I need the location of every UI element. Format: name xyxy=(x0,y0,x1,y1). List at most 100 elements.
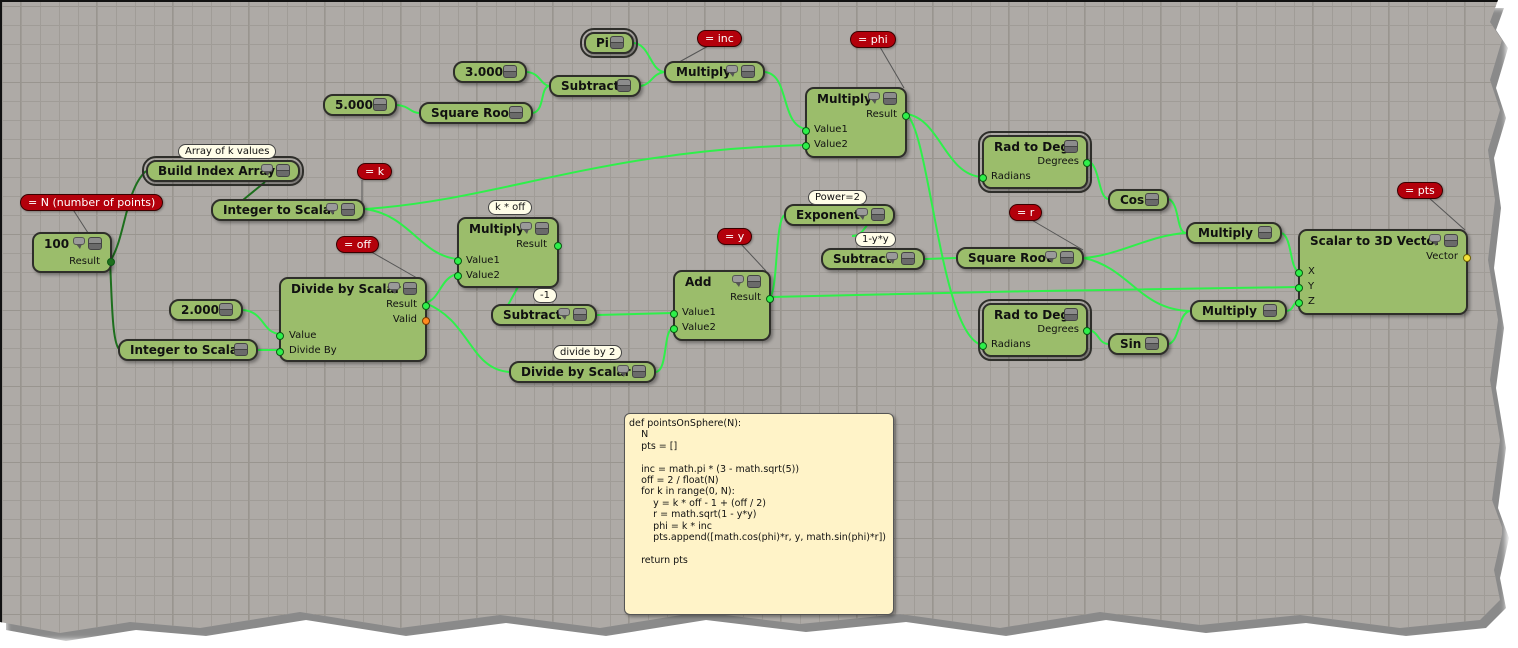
input-port-y[interactable] xyxy=(1295,284,1303,292)
node-square-root-r[interactable]: Square Root xyxy=(956,247,1084,269)
tag-y[interactable]: = y xyxy=(717,228,753,245)
comment-icon[interactable] xyxy=(726,65,740,77)
node-add-y[interactable]: Add Result Value1 Value2 xyxy=(670,270,774,341)
node-title: Multiply xyxy=(469,222,524,236)
input-port-value2[interactable] xyxy=(670,325,678,333)
node-divide-by-2[interactable]: Divide by Scalar xyxy=(509,361,656,383)
comment-icon[interactable] xyxy=(617,365,631,377)
comment-icon[interactable] xyxy=(558,308,572,320)
node-constant-2[interactable]: 2.000 xyxy=(169,299,243,321)
input-port-value1[interactable] xyxy=(670,310,678,318)
tag-inc[interactable]: = inc xyxy=(697,30,742,47)
input-port-value1[interactable] xyxy=(802,127,810,135)
panel-icon[interactable] xyxy=(1064,308,1078,321)
comment-icon[interactable] xyxy=(1429,234,1443,246)
panel-icon[interactable] xyxy=(1444,234,1458,247)
node-integer-to-scalar-n[interactable]: Integer to Scalar xyxy=(118,339,258,361)
panel-icon[interactable] xyxy=(276,164,290,177)
node-multiply-phi[interactable]: Multiply Result Value1 Value2 xyxy=(802,87,910,158)
node-cos[interactable]: Cos xyxy=(1108,189,1169,211)
panel-icon[interactable] xyxy=(901,252,915,265)
node-subtract-minus-1[interactable]: Subtract xyxy=(491,304,597,326)
panel-icon[interactable] xyxy=(573,308,587,321)
panel-icon[interactable] xyxy=(1060,251,1074,264)
comment-icon[interactable] xyxy=(868,92,882,104)
tag-pts[interactable]: = pts xyxy=(1397,182,1443,199)
node-scalar-to-3d-vector[interactable]: Scalar to 3D Vector Vector X Y Z xyxy=(1295,229,1471,315)
node-multiply-inc[interactable]: Multiply xyxy=(664,61,765,83)
panel-icon[interactable] xyxy=(883,92,897,105)
node-subtract-3[interactable]: Subtract xyxy=(549,75,641,97)
panel-icon[interactable] xyxy=(341,203,355,216)
comment-icon[interactable] xyxy=(388,282,402,294)
comment-icon[interactable] xyxy=(326,203,340,215)
input-port-value2[interactable] xyxy=(454,272,462,280)
tag-phi[interactable]: = phi xyxy=(850,31,896,48)
panel-icon[interactable] xyxy=(88,237,102,250)
input-port-divide-by[interactable] xyxy=(276,348,284,356)
input-port-value1[interactable] xyxy=(454,257,462,265)
node-rad-to-deg-sin[interactable]: Rad to Deg Degrees Radians xyxy=(978,299,1092,361)
node-multiply-x[interactable]: Multiply xyxy=(1186,222,1282,244)
panel-icon[interactable] xyxy=(373,98,387,111)
node-build-index-array[interactable]: Build Index Array xyxy=(142,156,304,186)
panel-icon[interactable] xyxy=(741,65,755,78)
output-port-result[interactable] xyxy=(422,302,430,310)
comment-icon[interactable] xyxy=(1045,251,1059,263)
tag-off[interactable]: = off xyxy=(336,236,380,253)
panel-icon[interactable] xyxy=(632,365,646,378)
output-port-result[interactable] xyxy=(902,112,910,120)
panel-icon[interactable] xyxy=(535,222,549,235)
node-divide-by-scalar-off[interactable]: Divide by Scalar Result Valid Value Divi… xyxy=(276,277,430,362)
output-port-degrees[interactable] xyxy=(1083,327,1091,335)
node-constant-3[interactable]: 3.000 xyxy=(453,61,527,83)
output-port[interactable] xyxy=(107,258,115,266)
output-port-degrees[interactable] xyxy=(1083,159,1091,167)
panel-icon[interactable] xyxy=(234,343,248,356)
output-port-result[interactable] xyxy=(766,295,774,303)
node-multiply-z[interactable]: Multiply xyxy=(1190,300,1287,322)
comment-icon[interactable] xyxy=(520,222,534,234)
input-port-value2[interactable] xyxy=(802,142,810,150)
node-constant-n[interactable]: 100 Result xyxy=(32,232,115,273)
output-port-vector[interactable] xyxy=(1463,254,1471,262)
comment-icon[interactable] xyxy=(732,275,746,287)
panel-icon[interactable] xyxy=(617,79,631,92)
panel-icon[interactable] xyxy=(1145,337,1159,350)
input-port-x[interactable] xyxy=(1295,269,1303,277)
node-sin[interactable]: Sin xyxy=(1108,333,1169,355)
panel-icon[interactable] xyxy=(747,275,761,288)
comment-icon[interactable] xyxy=(73,237,87,249)
node-subtract-1-y-y[interactable]: Subtract xyxy=(821,248,925,270)
panel-icon[interactable] xyxy=(610,36,624,49)
input-port-radians[interactable] xyxy=(979,342,987,350)
panel-icon[interactable] xyxy=(509,106,523,119)
tag-r[interactable]: = r xyxy=(1009,204,1043,221)
comment-icon[interactable] xyxy=(261,164,275,176)
code-note[interactable]: def pointsOnSphere(N): N pts = [] inc = … xyxy=(624,413,894,615)
panel-icon[interactable] xyxy=(1258,226,1272,239)
input-port-z[interactable] xyxy=(1295,299,1303,307)
panel-icon[interactable] xyxy=(403,282,417,295)
node-constant-5[interactable]: 5.000 xyxy=(323,94,397,116)
panel-icon[interactable] xyxy=(503,65,517,78)
input-port-value[interactable] xyxy=(276,332,284,340)
node-pi[interactable]: Pi xyxy=(580,28,638,58)
output-port-valid[interactable] xyxy=(422,317,430,325)
input-port-radians[interactable] xyxy=(979,174,987,182)
node-square-root-5[interactable]: Square Root xyxy=(419,102,533,124)
node-integer-to-scalar-k[interactable]: Integer to Scalar xyxy=(211,199,365,221)
tag-k[interactable]: = k xyxy=(357,163,393,180)
comment-icon[interactable] xyxy=(856,208,870,220)
panel-icon[interactable] xyxy=(1145,193,1159,206)
node-exponent[interactable]: Exponent xyxy=(784,204,895,226)
node-multiply-k-off[interactable]: Multiply Result Value1 Value2 xyxy=(454,217,562,288)
node-rad-to-deg-cos[interactable]: Rad to Deg Degrees Radians xyxy=(978,131,1092,193)
comment-icon[interactable] xyxy=(886,252,900,264)
panel-icon[interactable] xyxy=(1064,140,1078,153)
panel-icon[interactable] xyxy=(871,208,885,221)
panel-icon[interactable] xyxy=(1263,304,1277,317)
output-port-result[interactable] xyxy=(554,242,562,250)
panel-icon[interactable] xyxy=(219,303,233,316)
tag-n[interactable]: = N (number of points) xyxy=(20,194,164,211)
